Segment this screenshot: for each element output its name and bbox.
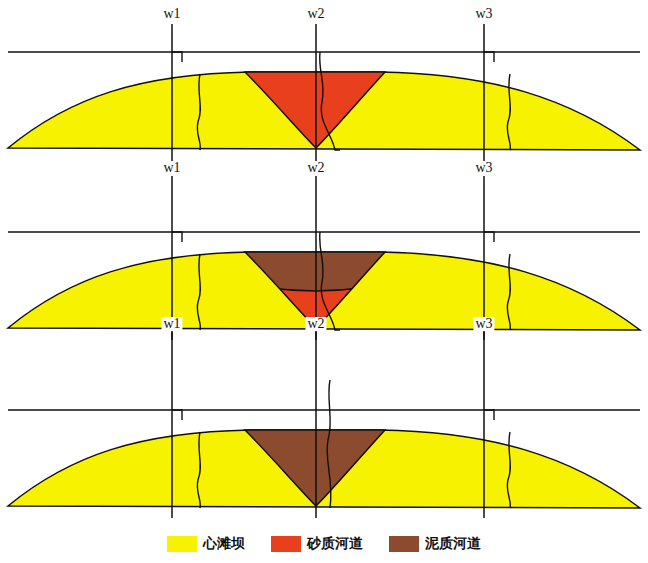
legend-swatch bbox=[167, 536, 197, 552]
legend-item: 泥质河道 bbox=[389, 535, 481, 553]
well-label: w1 bbox=[161, 317, 182, 331]
well-label: w2 bbox=[305, 317, 326, 331]
legend-item: 心滩坝 bbox=[167, 535, 245, 553]
legend-swatch bbox=[271, 536, 301, 552]
legend-text: 心滩坝 bbox=[203, 535, 245, 553]
well-label: w2 bbox=[305, 7, 326, 21]
well-label: w1 bbox=[161, 7, 182, 21]
legend-text: 泥质河道 bbox=[425, 535, 481, 553]
well-label: w2 bbox=[305, 161, 326, 175]
legend-swatch bbox=[389, 536, 419, 552]
legend-item: 砂质河道 bbox=[271, 535, 363, 553]
well-label: w3 bbox=[473, 161, 494, 175]
legend-text: 砂质河道 bbox=[307, 535, 363, 553]
well-label: w3 bbox=[473, 317, 494, 331]
well-label: w1 bbox=[161, 161, 182, 175]
well-label: w3 bbox=[473, 7, 494, 21]
legend: 心滩坝 砂质河道 泥质河道 bbox=[0, 535, 648, 553]
